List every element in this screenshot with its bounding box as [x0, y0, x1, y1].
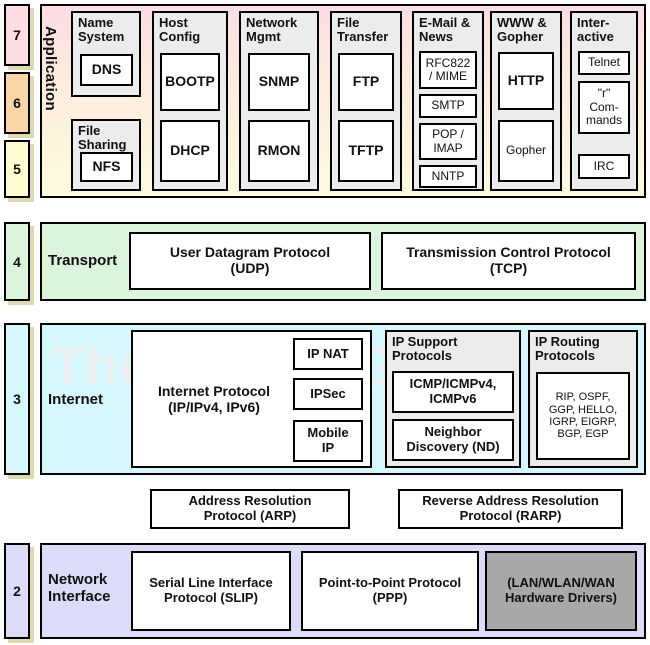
protocol-icmp[interactable]: ICMP/ICMPv4, ICMPv6	[392, 371, 514, 413]
protocol-dns[interactable]: DNS	[80, 54, 133, 86]
protocol-tftp[interactable]: TFTP	[338, 120, 394, 182]
group-host-config-title: Host Config	[159, 15, 201, 45]
protocol-http[interactable]: HTTP	[498, 52, 554, 110]
protocol-nfs[interactable]: NFS	[80, 152, 133, 182]
protocol-bootp[interactable]: BOOTP	[160, 53, 220, 111]
protocol-dhcp[interactable]: DHCP	[160, 120, 220, 182]
protocol-ip-nat[interactable]: IP NAT	[293, 338, 363, 370]
protocol-r-commands[interactable]: "r" Com- mands	[578, 81, 630, 134]
protocol-arp[interactable]: Address Resolution Protocol (ARP)	[150, 489, 350, 529]
layer-number-2: 2	[4, 543, 30, 639]
protocol-hardware-drivers[interactable]: (LAN/WLAN/WAN Hardware Drivers)	[485, 551, 637, 631]
protocol-ipsec[interactable]: IPSec	[293, 378, 363, 410]
protocol-routing-list[interactable]: RIP, OSPF, GGP, HELLO, IGRP, EIGRP, BGP,…	[536, 372, 630, 460]
group-email-news-title: E-Mail & News	[419, 15, 471, 45]
layer-number-6-label: 6	[13, 95, 21, 111]
group-www-gopher-title: WWW & Gopher	[497, 15, 547, 45]
protocol-telnet[interactable]: Telnet	[578, 51, 630, 75]
protocol-rarp[interactable]: Reverse Address Resolution Protocol (RAR…	[398, 489, 623, 529]
layer-number-3-label: 3	[13, 391, 21, 407]
layer-number-5: 5	[4, 140, 30, 198]
internet-layer-label: Internet	[48, 391, 104, 408]
group-name-system-title: Name System	[78, 15, 125, 45]
protocol-irc[interactable]: IRC	[578, 154, 630, 179]
group-ip-routing-protocols-title: IP Routing Protocols	[535, 334, 600, 364]
group-network-mgmt-title: Network Mgmt	[246, 15, 298, 45]
protocol-neighbor-discovery[interactable]: Neighbor Discovery (ND)	[392, 419, 514, 461]
layer-number-4: 4	[4, 222, 30, 301]
protocol-mobile-ip[interactable]: Mobile IP	[293, 420, 363, 462]
protocol-nntp[interactable]: NNTP	[419, 165, 477, 188]
protocol-snmp[interactable]: SNMP	[248, 53, 310, 111]
layer-number-6: 6	[4, 72, 30, 134]
protocol-rfc822-mime[interactable]: RFC822 / MIME	[419, 51, 477, 89]
network-interface-layer-label: Network Interface	[48, 571, 111, 605]
group-ip-support-protocols-title: IP Support Protocols	[392, 334, 458, 364]
protocol-pop-imap[interactable]: POP / IMAP	[419, 123, 477, 160]
layer-number-3: 3	[4, 323, 30, 475]
layer-number-5-label: 5	[13, 161, 21, 177]
group-file-sharing-title: File Sharing	[78, 123, 127, 153]
application-layer-label: Application	[42, 26, 59, 111]
protocol-tcp[interactable]: Transmission Control Protocol (TCP)	[381, 232, 636, 290]
protocol-internet-protocol[interactable]: Internet Protocol (IP/IPv4, IPv6)	[157, 383, 270, 415]
layer-number-7-label: 7	[13, 27, 21, 43]
protocol-gopher[interactable]: Gopher	[498, 120, 554, 182]
layer-number-4-label: 4	[13, 253, 21, 270]
protocol-ppp[interactable]: Point-to-Point Protocol (PPP)	[301, 551, 479, 631]
group-interactive-title: Inter- active	[577, 15, 614, 45]
protocol-slip[interactable]: Serial Line Interface Protocol (SLIP)	[131, 551, 291, 631]
protocol-rmon[interactable]: RMON	[248, 120, 310, 182]
layer-number-2-label: 2	[13, 583, 21, 599]
protocol-udp[interactable]: User Datagram Protocol (UDP)	[129, 232, 371, 290]
layer-number-7: 7	[4, 4, 30, 66]
transport-layer-label: Transport	[48, 252, 118, 269]
group-file-transfer-title: File Transfer	[337, 15, 389, 45]
protocol-ftp[interactable]: FTP	[338, 53, 394, 111]
protocol-smtp[interactable]: SMTP	[419, 94, 477, 118]
